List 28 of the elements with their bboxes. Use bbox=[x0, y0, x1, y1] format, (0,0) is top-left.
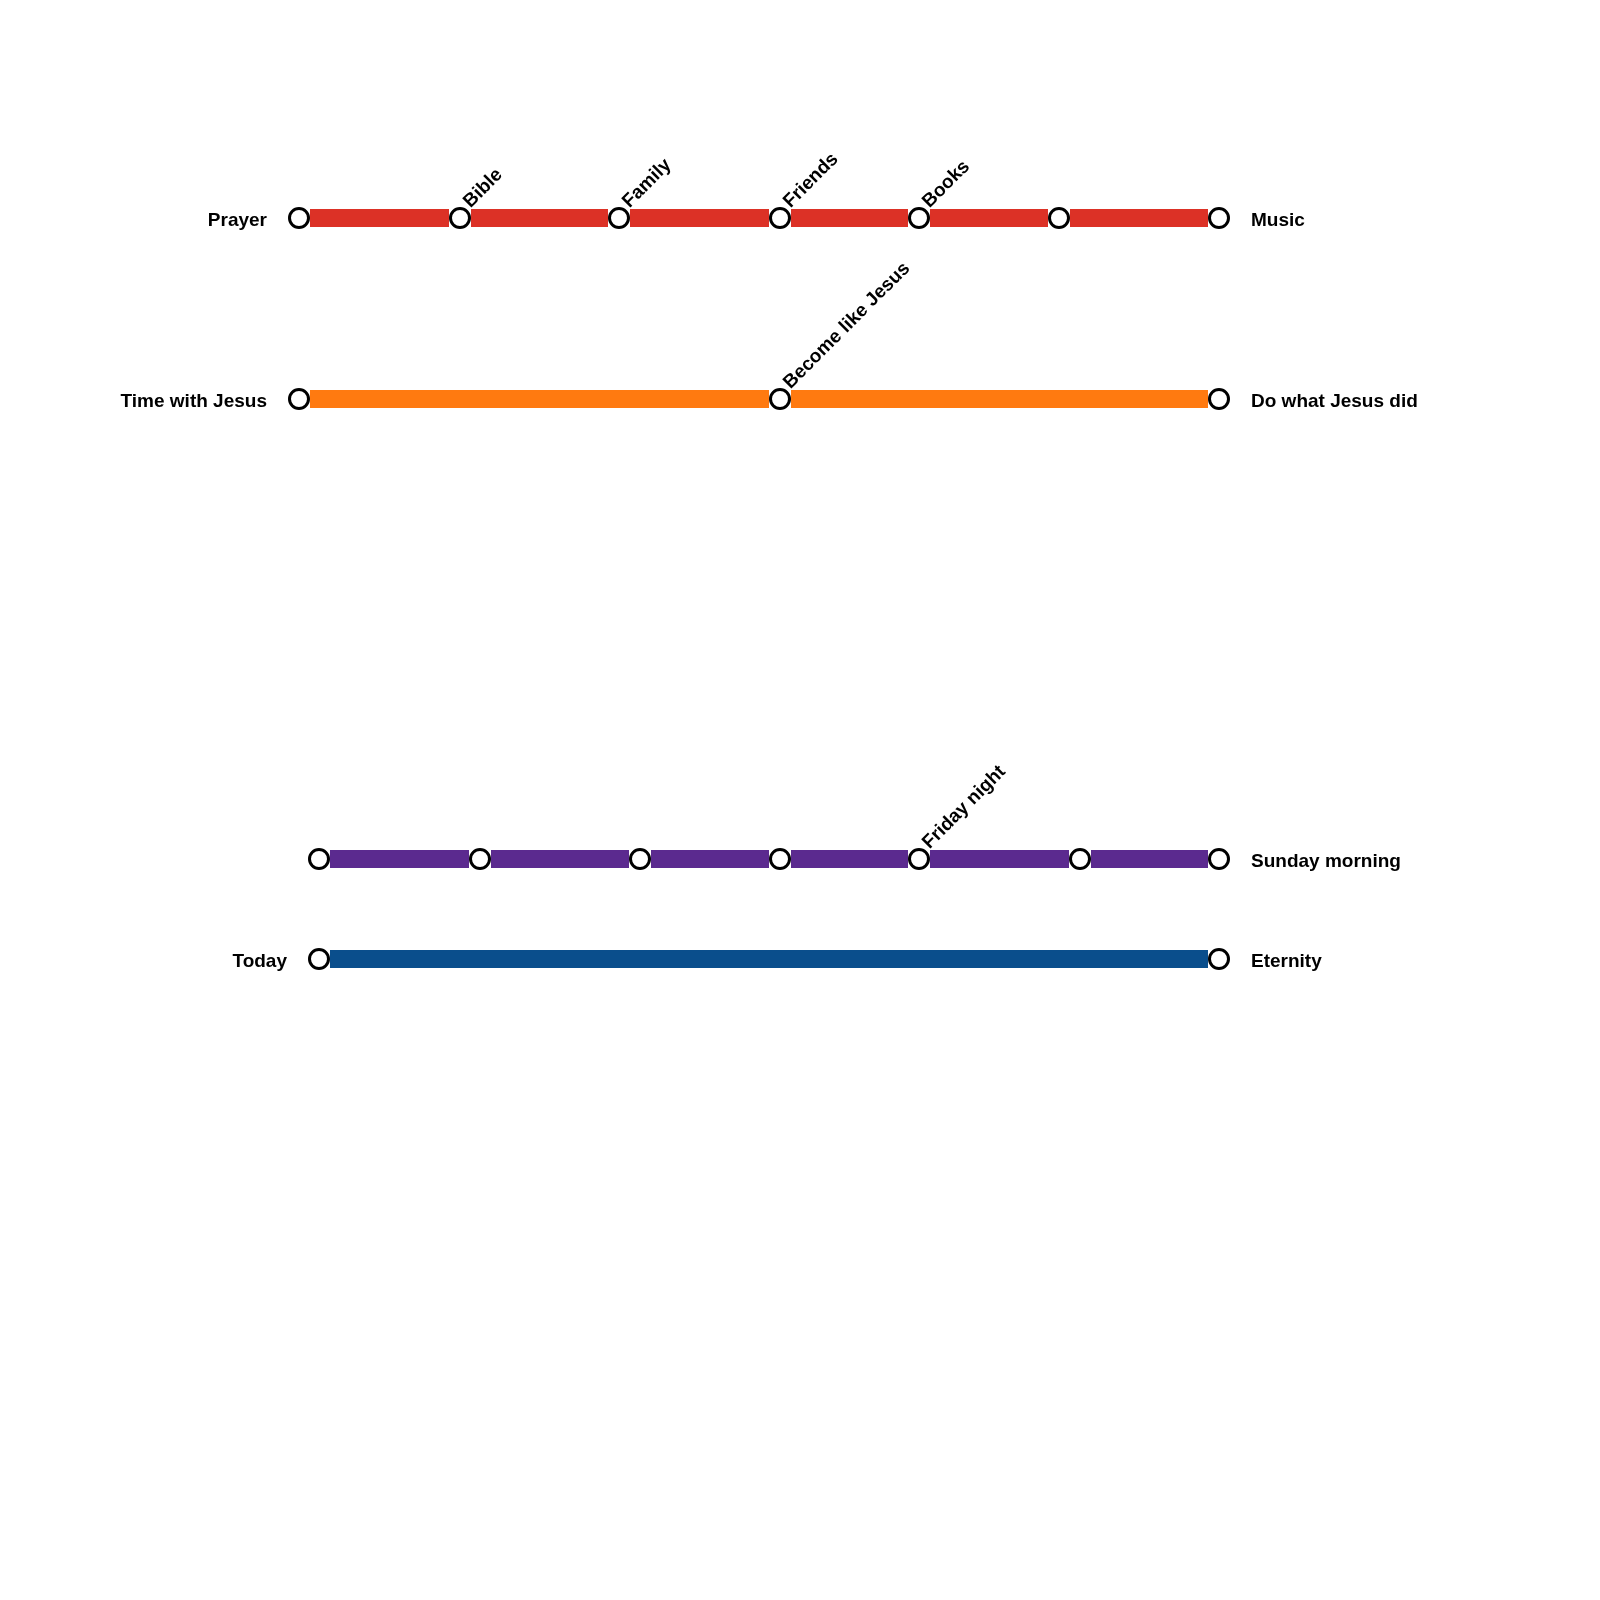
route-line bbox=[330, 850, 469, 868]
station-label: Do what Jesus did bbox=[1251, 390, 1418, 412]
route-line bbox=[930, 209, 1048, 227]
station-label: Music bbox=[1251, 209, 1305, 231]
route-line bbox=[651, 850, 769, 868]
station-marker bbox=[769, 848, 791, 870]
station-label: Eternity bbox=[1251, 950, 1322, 972]
station-label: Prayer bbox=[207, 209, 267, 231]
route-line bbox=[310, 209, 449, 227]
route-line bbox=[791, 390, 1208, 408]
station-marker bbox=[308, 848, 330, 870]
station-marker bbox=[469, 848, 491, 870]
route-line bbox=[330, 950, 1208, 968]
route-line bbox=[630, 209, 769, 227]
route-line bbox=[930, 850, 1069, 868]
station-marker bbox=[1069, 848, 1091, 870]
route-line bbox=[310, 390, 769, 408]
station-marker bbox=[629, 848, 651, 870]
route-line bbox=[1070, 209, 1208, 227]
station-label: Today bbox=[232, 950, 287, 972]
station-marker bbox=[1048, 207, 1070, 229]
route-line bbox=[791, 850, 908, 868]
station-label: Sunday morning bbox=[1251, 850, 1401, 872]
station-label: Time with Jesus bbox=[120, 390, 267, 412]
route-line bbox=[471, 209, 608, 227]
route-line bbox=[791, 209, 908, 227]
route-line bbox=[1091, 850, 1208, 868]
route-line bbox=[491, 850, 629, 868]
